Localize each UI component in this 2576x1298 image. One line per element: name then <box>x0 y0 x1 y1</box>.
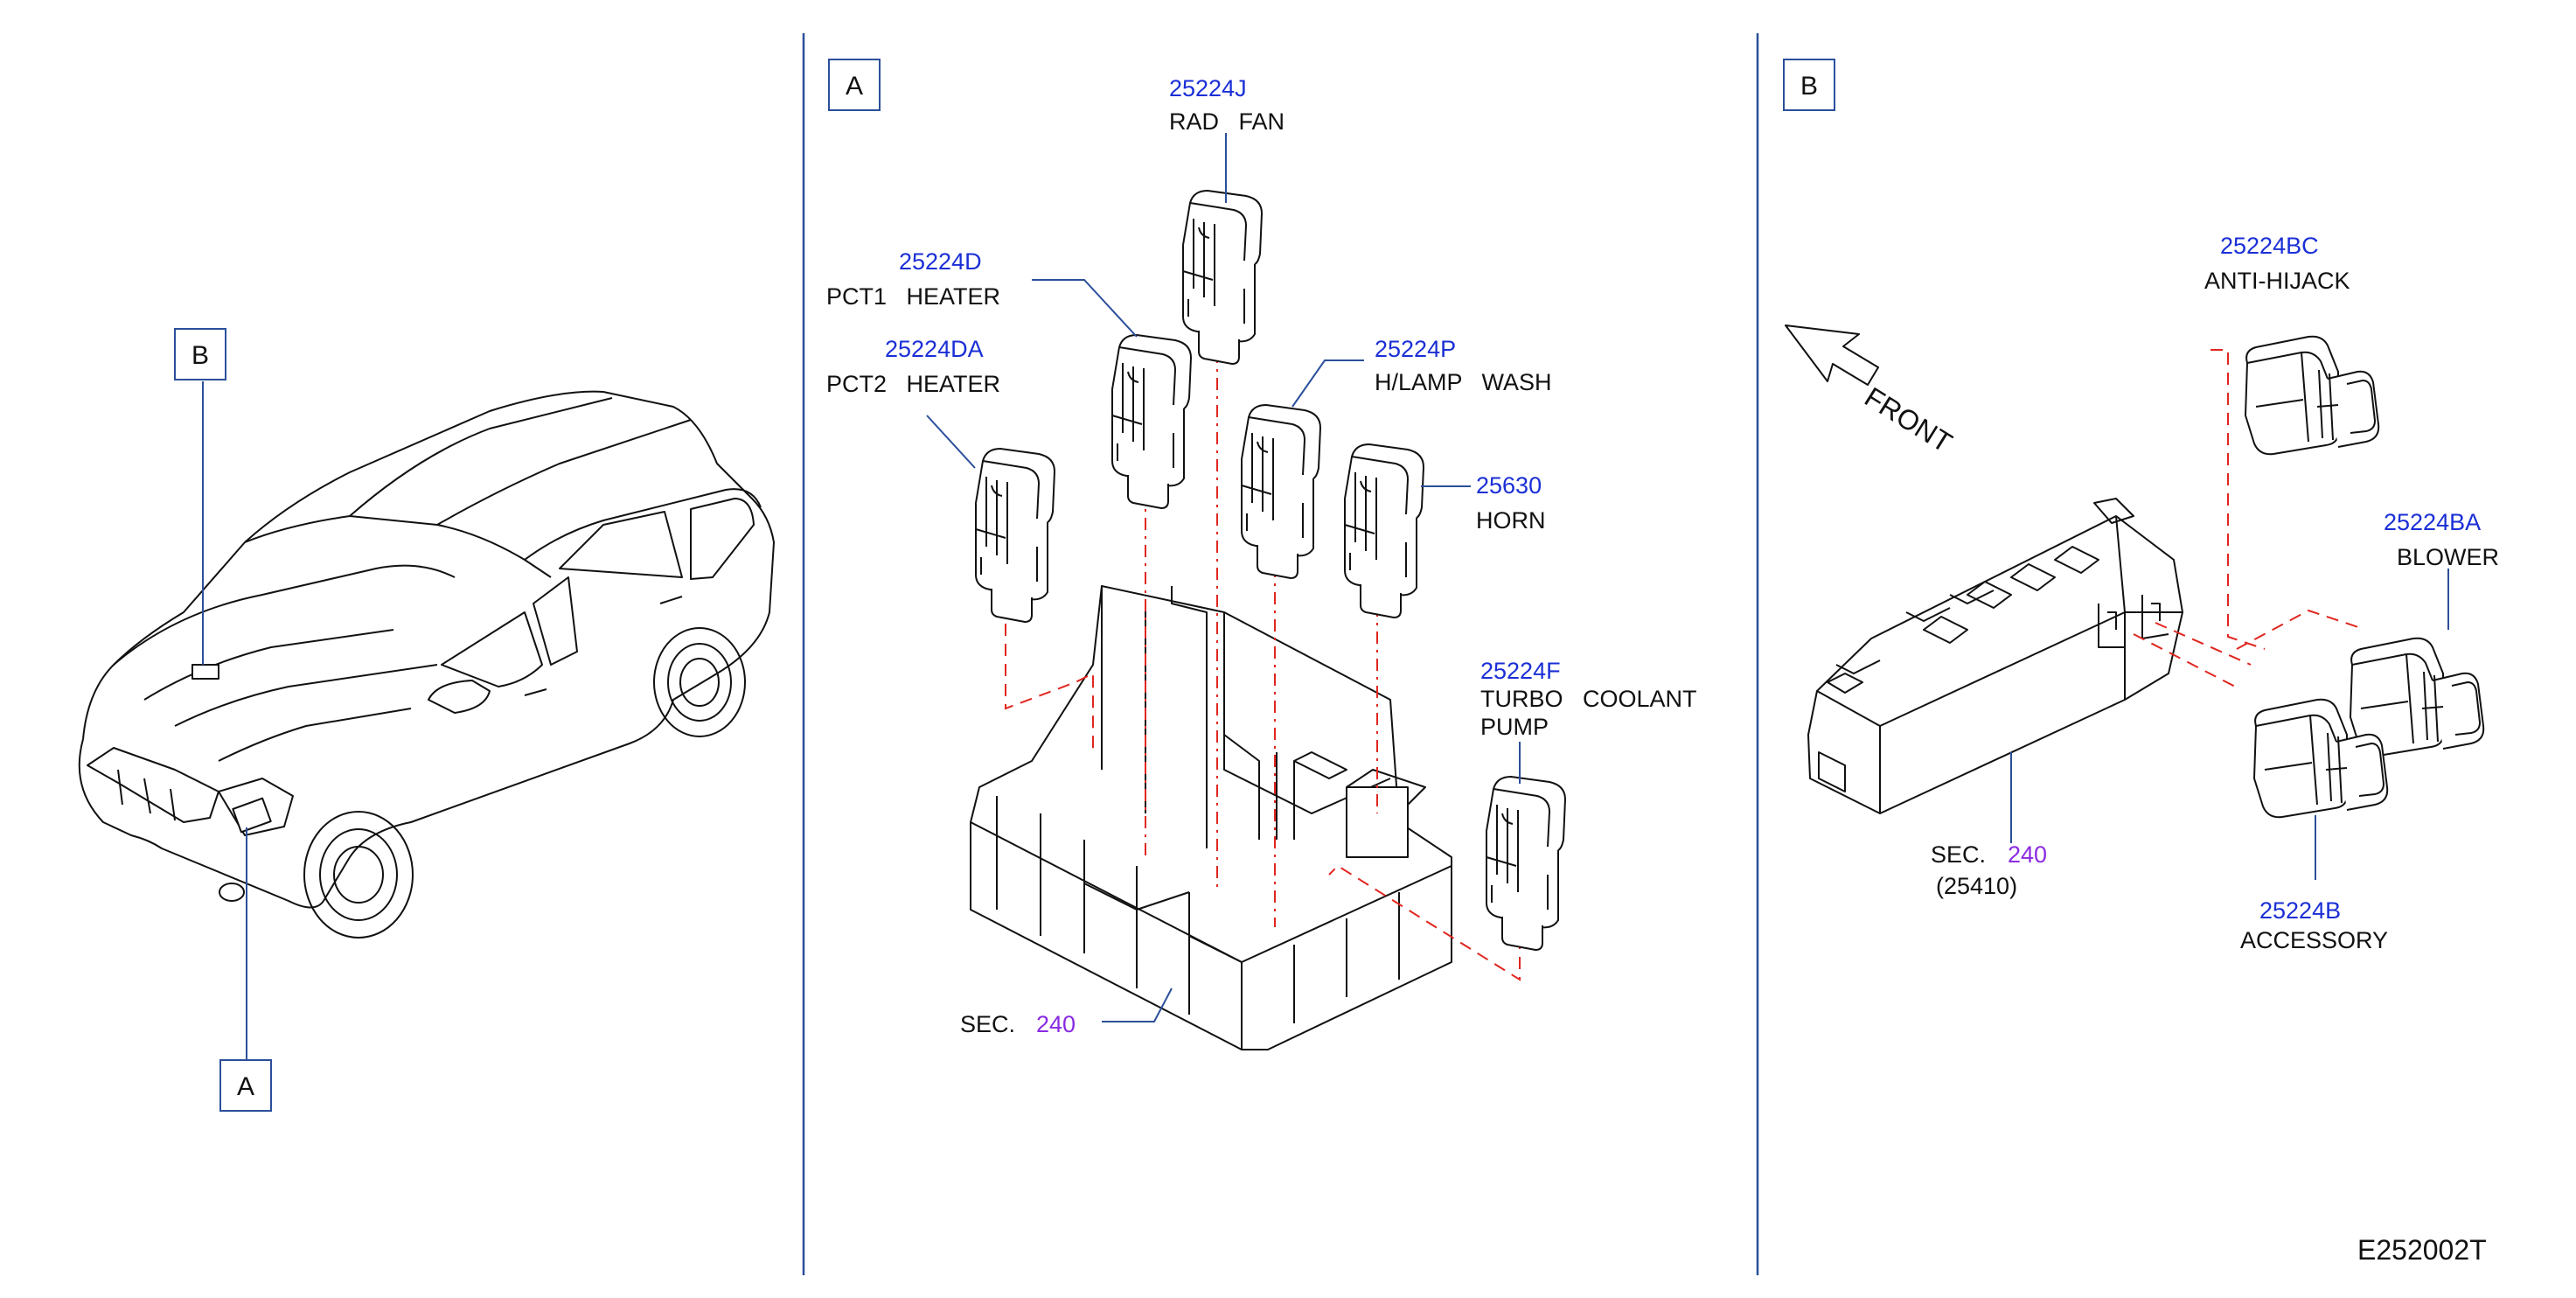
svg-text:25224DA: 25224DA <box>885 336 984 362</box>
panel-b-frame-label: B <box>1783 59 1835 111</box>
svg-text:PUMP: PUMP <box>1480 714 1549 740</box>
label-rad-fan: 25224J RAD FAN <box>1169 75 1285 135</box>
relay-pct1-heater <box>1111 334 1192 509</box>
label-accessory: 25224B ACCESSORY <box>2240 897 2388 953</box>
svg-text:B: B <box>1800 72 1818 101</box>
svg-text:25224F: 25224F <box>1480 658 1561 684</box>
svg-text:240: 240 <box>2008 841 2047 868</box>
phantom-lines-b <box>2133 349 2362 690</box>
svg-text:PCT2 HEATER: PCT2 HEATER <box>826 371 1000 397</box>
svg-text:25224P: 25224P <box>1375 336 1456 362</box>
relay-box-a <box>970 585 1452 1050</box>
svg-text:ANTI-HIJACK: ANTI-HIJACK <box>2204 268 2350 294</box>
svg-text:25224D: 25224D <box>899 248 982 275</box>
svg-text:25630: 25630 <box>1476 472 1542 499</box>
svg-text:25224BA: 25224BA <box>2384 509 2481 535</box>
front-label: FRONT <box>1859 380 1958 458</box>
callout-b-box: B <box>174 328 226 380</box>
svg-text:RAD FAN: RAD FAN <box>1169 108 1285 135</box>
svg-text:240: 240 <box>1036 1011 1076 1037</box>
svg-text:ACCESSORY: ACCESSORY <box>2240 927 2388 953</box>
label-hlamp-wash: 25224P H/LAMP WASH <box>1375 336 1552 395</box>
label-pct2-heater: 25224DA PCT2 HEATER <box>826 336 1000 397</box>
label-anti-hijack: 25224BC ANTI-HIJACK <box>2204 233 2350 294</box>
relay-hlamp-wash <box>1241 404 1321 579</box>
svg-text:SEC.: SEC. <box>960 1011 1015 1037</box>
front-arrow-icon <box>1785 324 1879 386</box>
svg-text:(25410): (25410) <box>1936 873 2017 899</box>
label-pct1-heater: 25224D PCT1 HEATER <box>826 248 1000 310</box>
label-horn: 25630 HORN <box>1476 472 1546 534</box>
svg-text:BLOWER: BLOWER <box>2397 544 2499 570</box>
relay-turbo-coolant-pump <box>1486 776 1566 951</box>
svg-text:A: A <box>846 72 863 101</box>
label-section-a: SEC. 240 <box>960 1011 1076 1037</box>
label-turbo-coolant-pump: 25224F TURBO COOLANT PUMP <box>1480 658 1697 740</box>
figure-code: E252002T <box>2357 1234 2487 1266</box>
svg-text:25224J: 25224J <box>1169 75 1247 101</box>
svg-text:SEC.: SEC. <box>1931 841 1986 868</box>
relay-block-b <box>1807 498 2183 814</box>
phantom-lines-a <box>1005 324 1521 981</box>
svg-text:PCT1 HEATER: PCT1 HEATER <box>826 283 1000 310</box>
svg-text:HORN: HORN <box>1476 507 1546 534</box>
panel-a-frame-label: A <box>828 59 881 111</box>
vehicle-illustration <box>78 381 775 1060</box>
relay-pct2-heater <box>975 448 1055 623</box>
svg-text:TURBO COOLANT: TURBO COOLANT <box>1480 686 1697 712</box>
svg-text:25224B: 25224B <box>2259 897 2341 924</box>
label-section-b: SEC. 240 (25410) <box>1931 841 2047 899</box>
relay-horn <box>1344 443 1424 618</box>
svg-text:H/LAMP WASH: H/LAMP WASH <box>1375 369 1552 395</box>
callout-b-label: B <box>191 341 209 370</box>
label-blower: 25224BA BLOWER <box>2384 509 2499 570</box>
svg-text:25224BC: 25224BC <box>2220 233 2319 259</box>
relay-rad-fan <box>1182 190 1263 365</box>
relay-anti-hijack <box>2245 335 2380 456</box>
callout-a-box: A <box>219 1059 272 1112</box>
callout-a-label: A <box>237 1072 254 1101</box>
